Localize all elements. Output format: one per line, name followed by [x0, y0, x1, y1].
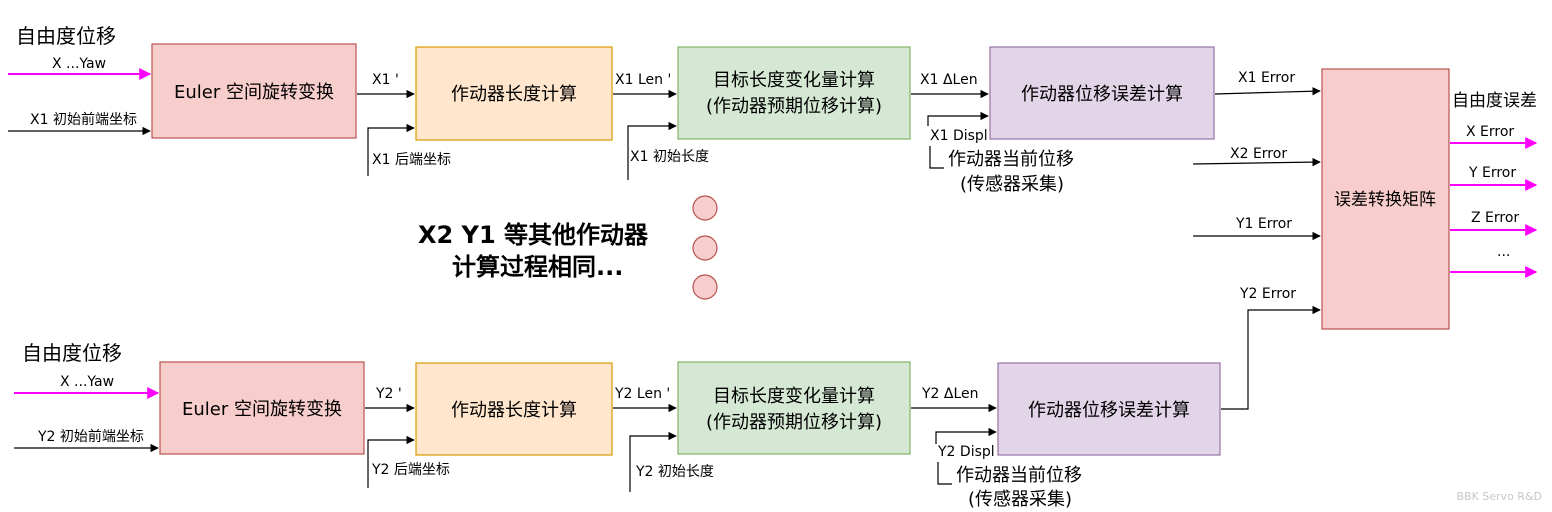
euler-rotation-box-2 — [159, 361, 365, 455]
front-coord-label-1: X1 初始前端坐标 — [30, 111, 137, 128]
ellipsis-dot-1 — [692, 195, 718, 221]
displacement-error-box-1 — [989, 46, 1215, 140]
dof-input-label-1: 自由度位移 — [16, 24, 116, 48]
displacement-error-box-2 — [997, 362, 1221, 456]
watermark: BBK Servo R&D — [1456, 490, 1542, 503]
target-length-change-box-1 — [677, 46, 911, 140]
target-length-change-line2-2: (作动器预期位移计算) — [706, 412, 882, 433]
ellipsis-dot-3 — [692, 274, 718, 300]
init-len-label-1: X1 初始长度 — [630, 148, 709, 165]
middle-note: X2 Y1 等其他作动器 计算过程相同... — [418, 195, 718, 300]
xyaw-input-label-1: X ...Yaw — [52, 56, 106, 72]
sensor-line2-2: (传感器采集) — [968, 489, 1072, 510]
more-out-label: ... — [1497, 244, 1510, 260]
z-error-out-label: Z Error — [1471, 210, 1519, 226]
displ-arrow-2 — [935, 427, 997, 444]
dof-input-label-2: 自由度位移 — [22, 341, 122, 365]
y1-error-label: Y1 Error — [1235, 216, 1292, 232]
delta-len-label-1: X1 ΔLen — [920, 72, 978, 88]
euler-rotation-label-2: Euler 空间旋转变换 — [182, 399, 342, 420]
target-length-change-box-2 — [677, 361, 911, 455]
delta-len-label-2: Y2 ΔLen — [921, 386, 979, 402]
actuator-length-box-1 — [415, 46, 613, 141]
displ-arrow-1 — [927, 111, 989, 126]
back-coord-arrow-2 — [367, 435, 415, 488]
error-out-label-1: X1 Error — [1238, 70, 1295, 86]
x2-error-arrow — [1192, 157, 1321, 167]
sensor-line1-1: 作动器当前位移 — [948, 149, 1074, 170]
actuator-length-label-1: 作动器长度计算 — [451, 84, 577, 105]
back-coord-arrow-1 — [367, 123, 415, 176]
len-out-label-1: X1 Len ' — [615, 72, 671, 88]
error-transform-matrix-box — [1321, 68, 1450, 330]
row-1: 自由度位移 X ...Yaw X1 初始前端坐标 Euler 空间旋转变换 X1… — [8, 24, 1321, 195]
init-len-arrow-2 — [629, 431, 677, 492]
other-error-inputs: X2 Error Y1 Error — [1192, 146, 1321, 241]
sensor-line2-1: (传感器采集) — [960, 174, 1064, 195]
row-2: 自由度位移 X ...Yaw Y2 初始前端坐标 Euler 空间旋转变换 Y2… — [14, 286, 1321, 510]
ellipsis-dot-2 — [692, 235, 718, 261]
displacement-error-label-1: 作动器位移误差计算 — [1021, 84, 1183, 105]
init-len-arrow-1 — [627, 121, 677, 180]
prime-label-1: X1 ' — [372, 72, 399, 88]
error-out-label-2: Y2 Error — [1239, 286, 1296, 302]
target-length-change-line1-1: 目标长度变化量计算 — [713, 70, 875, 91]
front-coord-label-2: Y2 初始前端坐标 — [37, 428, 144, 445]
xyaw-input-label-2: X ...Yaw — [60, 374, 114, 390]
actuator-length-label-2: 作动器长度计算 — [451, 400, 577, 421]
x-error-out-label: X Error — [1466, 124, 1514, 140]
error-transform-matrix-label: 误差转换矩阵 — [1334, 190, 1436, 210]
displ-label-2: Y2 Displ — [937, 444, 995, 460]
error-out-arrow-1 — [1214, 87, 1321, 96]
dof-error-title: 自由度误差 — [1452, 91, 1537, 111]
len-out-label-2: Y2 Len ' — [614, 386, 670, 402]
error-out-arrow-2 — [1221, 305, 1321, 410]
error-matrix: 误差转换矩阵 自由度误差 X Error Y Error Z Error ... — [1321, 68, 1538, 330]
euler-rotation-box-1 — [151, 43, 357, 139]
back-coord-label-1: X1 后端坐标 — [372, 152, 451, 168]
init-len-label-2: Y2 初始长度 — [635, 463, 714, 480]
sensor-bracket-2 — [937, 462, 952, 485]
displacement-error-label-2: 作动器位移误差计算 — [1028, 400, 1190, 421]
prime-label-2: Y2 ' — [375, 386, 402, 402]
sensor-line1-2: 作动器当前位移 — [956, 465, 1082, 486]
displ-label-1: X1 Displ — [930, 128, 988, 144]
actuator-length-box-2 — [415, 362, 613, 456]
y-error-out-label: Y Error — [1468, 165, 1516, 181]
middle-note-line2: 计算过程相同... — [452, 253, 623, 281]
x2-error-label: X2 Error — [1230, 146, 1287, 162]
sensor-bracket-1 — [929, 146, 944, 169]
euler-rotation-label-1: Euler 空间旋转变换 — [174, 82, 334, 103]
back-coord-label-2: Y2 后端坐标 — [371, 462, 450, 478]
target-length-change-line1-2: 目标长度变化量计算 — [713, 386, 875, 407]
middle-note-line1: X2 Y1 等其他作动器 — [418, 221, 649, 249]
target-length-change-line2-1: (作动器预期位移计算) — [706, 96, 882, 117]
